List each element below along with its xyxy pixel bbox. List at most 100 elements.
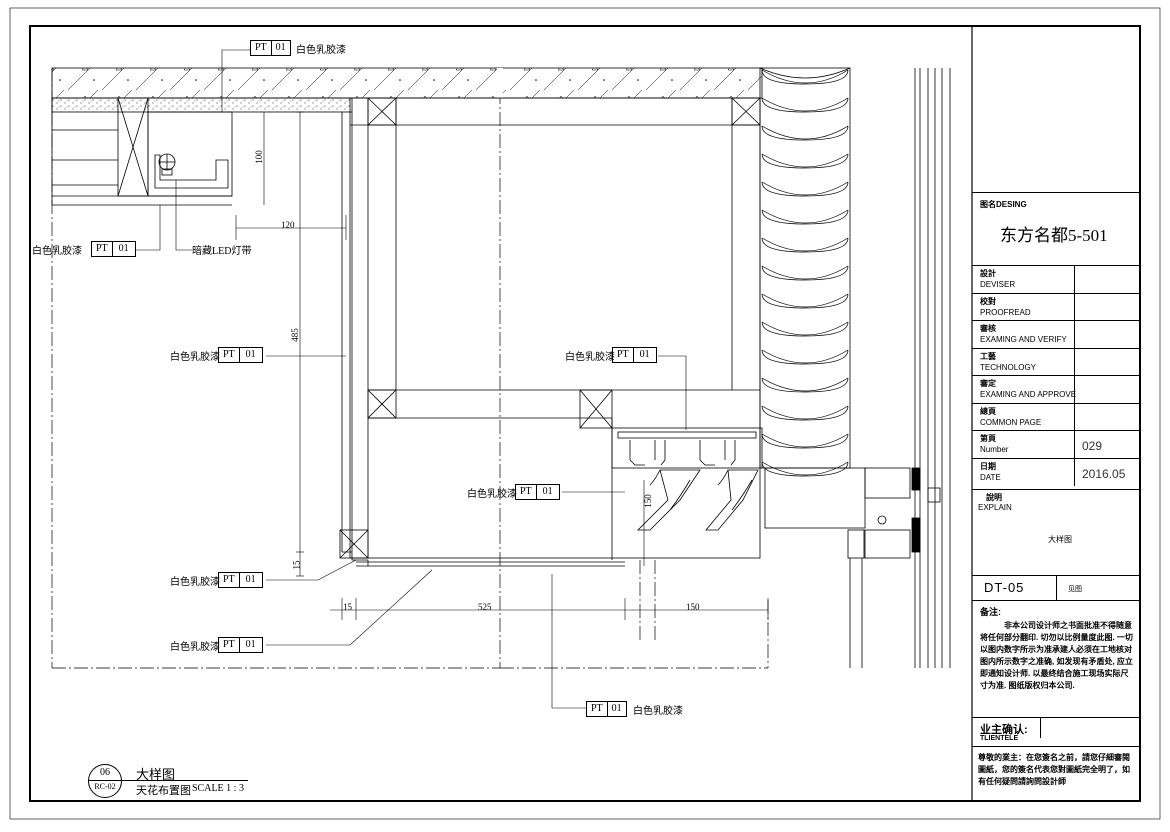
tag-paint-text: 白色乳胶漆 bbox=[32, 246, 82, 257]
drawing-title: 大样图 bbox=[136, 767, 176, 782]
tag-pt: PT bbox=[613, 348, 634, 362]
explain-block: 說明 EXPLAIN 大样图 bbox=[972, 489, 1140, 576]
tag-pt: PT bbox=[219, 638, 240, 652]
drawing-number-row: DT-05 见图 bbox=[972, 575, 1140, 601]
tag-pt: PT bbox=[516, 485, 537, 499]
row-label-en: Number bbox=[980, 445, 1009, 454]
owner-confirm: 业主确认: TLIENTELE bbox=[972, 717, 1140, 747]
row-label-cn: 日期 bbox=[980, 461, 996, 471]
row-label-cn: 設計 bbox=[980, 269, 996, 278]
leader-lines bbox=[136, 49, 687, 709]
tag-pt: PT bbox=[219, 348, 240, 362]
drawing-scale: SCALE 1 : 3 bbox=[192, 783, 244, 794]
led-label: 暗藏LED灯带 bbox=[192, 246, 252, 257]
tag-num: 01 bbox=[245, 574, 256, 585]
name-label: 图名DESING bbox=[980, 200, 1027, 209]
tag-paint-text: 白色乳胶漆 bbox=[170, 352, 220, 363]
tag-num: 01 bbox=[245, 639, 256, 650]
row-label-en: EXAMING AND APPROVE bbox=[980, 390, 1077, 399]
explain-cn: 說明 bbox=[986, 493, 1002, 502]
drawing-number: DT-05 bbox=[984, 580, 1025, 595]
row-label-cn: 審核 bbox=[980, 324, 996, 333]
dim-15-horizontal: 15 bbox=[343, 602, 352, 612]
dimension-lines bbox=[235, 111, 769, 620]
window-profile bbox=[764, 68, 951, 668]
tag-paint-text: 白色乳胶漆 bbox=[170, 642, 220, 653]
row-label-cn: 第頁 bbox=[980, 434, 996, 443]
dim-485: 485 bbox=[289, 328, 300, 342]
explain-en: EXPLAIN bbox=[978, 503, 1012, 512]
row-label-cn: 總頁 bbox=[980, 406, 996, 416]
row-label-cn: 審定 bbox=[980, 379, 996, 388]
drawing-note: 见图 bbox=[1068, 586, 1082, 593]
tag-pt: PT bbox=[219, 573, 240, 587]
row-label-cn: 工藝 bbox=[980, 351, 996, 361]
dim-15-vertical: 15 bbox=[291, 560, 302, 570]
row-label-en: TECHNOLOGY bbox=[980, 362, 1037, 372]
signoff-row: 審核 EXAMING AND VERIFY bbox=[972, 320, 1140, 349]
owner-en: TLIENTELE bbox=[980, 735, 1019, 742]
row-label-en: DATE bbox=[980, 472, 1001, 482]
row-label-en: COMMON PAGE bbox=[980, 417, 1042, 427]
owner-cn: 业主确认: bbox=[980, 724, 1028, 736]
signoff-row: 設計 DEVISER bbox=[972, 265, 1140, 294]
paint-tag-left: PT 01 bbox=[91, 241, 136, 257]
tag-paint-text: 白色乳胶漆 bbox=[565, 352, 615, 363]
tag-paint-text: 白色乳胶漆 bbox=[467, 489, 517, 500]
callout-number: 06 bbox=[100, 767, 110, 778]
notes-title: 备注: bbox=[980, 607, 1001, 617]
project-name: 东方名都5-501 bbox=[1000, 226, 1108, 245]
tag-pt: PT bbox=[92, 242, 113, 256]
paint-tag-right: PT 01 bbox=[612, 347, 657, 363]
outer-border bbox=[9, 7, 1161, 820]
tag-num: 01 bbox=[639, 349, 650, 360]
paint-tag-bottom1: PT 01 bbox=[218, 572, 263, 588]
tag-num: 01 bbox=[542, 486, 553, 497]
tag-paint-text: 白色乳胶漆 bbox=[633, 706, 683, 717]
dim-150-horizontal: 150 bbox=[686, 602, 700, 612]
owner-note: 尊敬的業主：在您簽名之前，請您仔細審閱圖紙，您的簽名代表您對圖紙完全明了，如有任… bbox=[978, 753, 1130, 786]
signoff-row: 審定 EXAMING AND APPROVE bbox=[972, 375, 1140, 404]
dim-150-vertical: 150 bbox=[642, 494, 653, 508]
curtain-track bbox=[611, 427, 763, 531]
row-label-en: PROOFREAD bbox=[980, 307, 1031, 317]
detail-callout-circle: 06 RC-02 bbox=[88, 764, 122, 798]
tag-pt: PT bbox=[251, 41, 272, 55]
tag-num: 01 bbox=[118, 243, 129, 254]
tag-paint-text: 白色乳胶漆 bbox=[170, 577, 220, 588]
drawing-subtitle: 天花布置图 bbox=[136, 785, 191, 797]
dim-525: 525 bbox=[478, 602, 492, 612]
insulation-waves bbox=[761, 69, 849, 477]
tag-paint-text: 白色乳胶漆 bbox=[296, 45, 346, 56]
row-value: 2016.05 bbox=[1082, 466, 1126, 481]
paint-tag-track: PT 01 bbox=[515, 484, 560, 500]
row-label-cn: 校對 bbox=[980, 296, 996, 306]
row-value: 029 bbox=[1082, 439, 1103, 453]
paint-tag-bottom2: PT 01 bbox=[218, 637, 263, 653]
row-label-en: EXAMING AND VERIFY bbox=[980, 335, 1067, 344]
paint-tag-top: PT 01 bbox=[250, 40, 291, 56]
inner-border bbox=[29, 25, 1141, 802]
row-label-en: DEVISER bbox=[980, 280, 1016, 289]
tag-pt: PT bbox=[587, 702, 608, 716]
dim-120: 120 bbox=[281, 220, 295, 230]
tag-num: 01 bbox=[245, 349, 256, 360]
dim-100: 100 bbox=[253, 150, 264, 164]
callout-ref: RC-02 bbox=[94, 782, 116, 791]
signoff-row: 第頁 Number 029 bbox=[972, 430, 1140, 459]
tag-num: 01 bbox=[275, 42, 286, 53]
ceiling-framing bbox=[51, 97, 233, 206]
paint-tag-mid: PT 01 bbox=[218, 347, 263, 363]
paint-tag-bottom3: PT 01 bbox=[586, 701, 627, 717]
tag-num: 01 bbox=[611, 703, 622, 714]
explain-value: 大样图 bbox=[1048, 535, 1072, 544]
notes-text: 非本公司设计师之书面批准不得随意将任何部分翻印. 切勿以比例量度此图. 一切以图… bbox=[980, 621, 1133, 690]
wall-box bbox=[339, 97, 761, 567]
